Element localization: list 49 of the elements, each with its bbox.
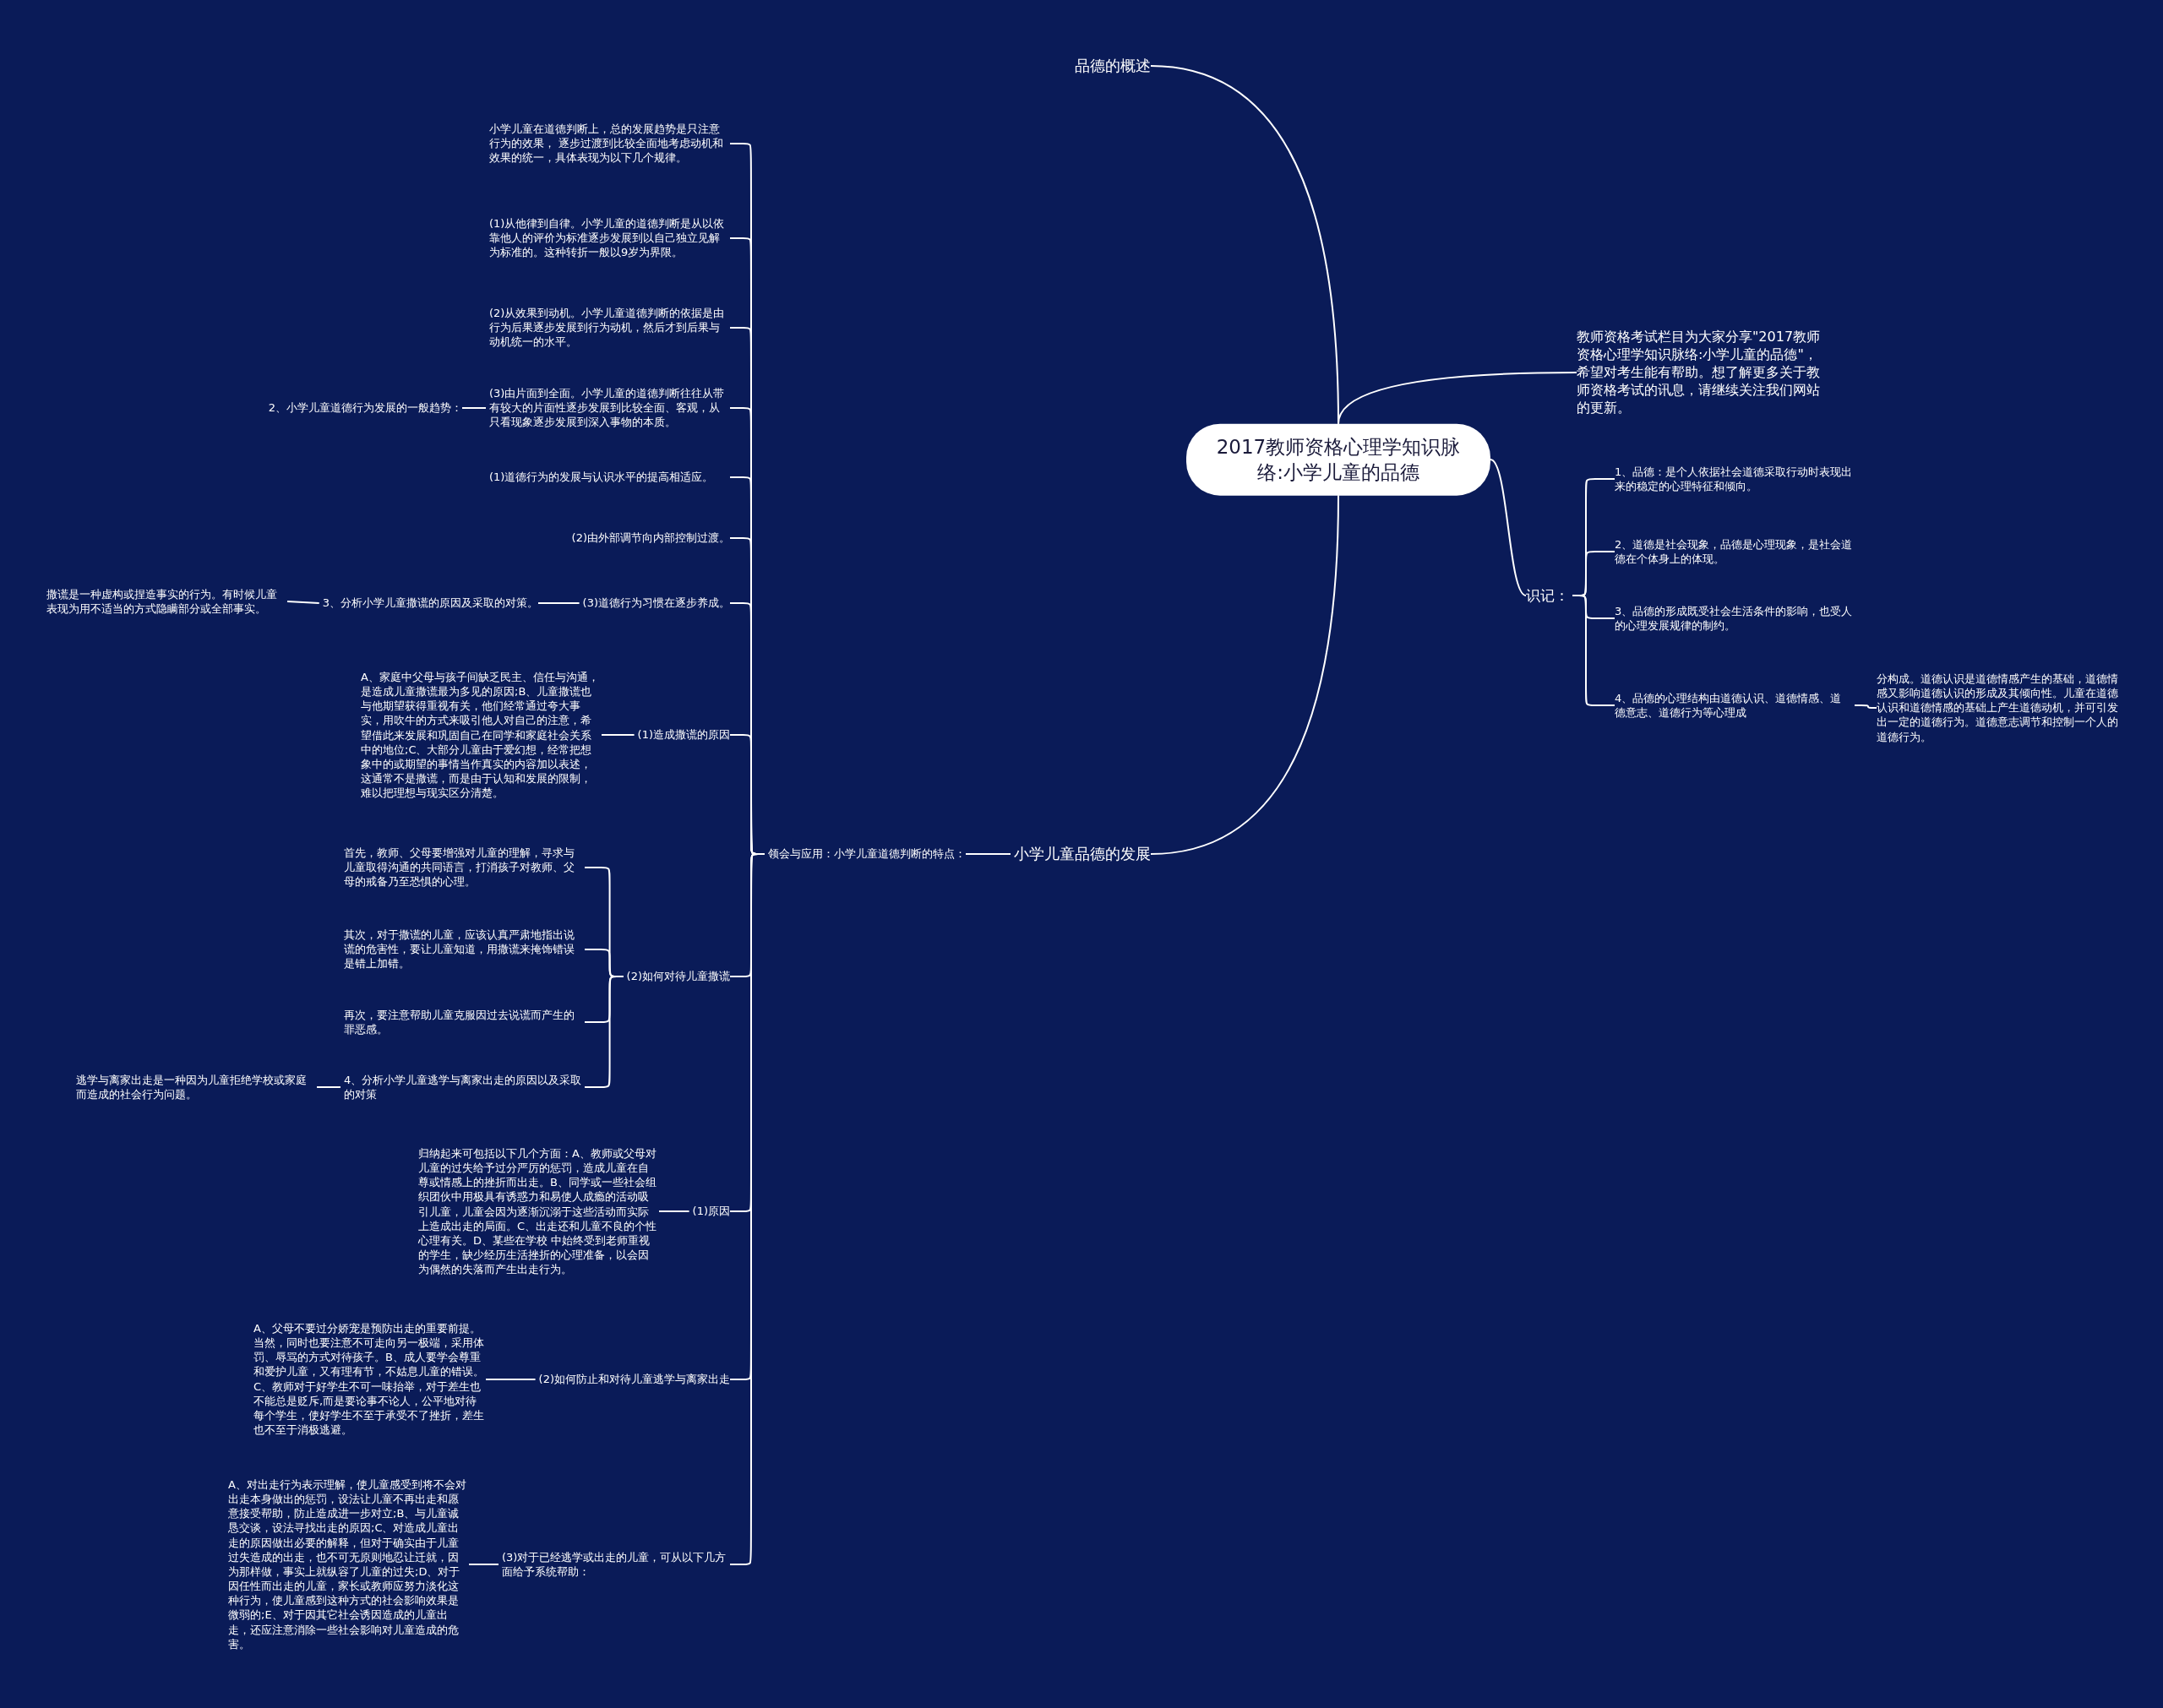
topic-label: 识记：	[1526, 585, 1569, 606]
topic-label: (3)道德行为习惯在逐步养成。	[582, 596, 730, 611]
note-text: 1、品德：是个人依据社会道德采取行动时表现出来的稳定的心理特征和倾向。	[1615, 464, 1860, 494]
note-text: A、家庭中父母与孩子间缺乏民主、信任与沟通，是造成儿童撒谎最为多见的原因;B、儿童撒谎也与他期望获得重视有关，他们经常通过夸大事实，用吹牛的方式来吸引他人对自己的注意，希望借此来发展和巩固自己在同学和家庭社会关系中的地位;C、大部分儿童由于爱幻想，经常把想象中的或期望的事情当作真实的内容加以表述，这通常不是撒谎，而是由于认知和发展的限制，难以把理想与现实区分清楚。	[361, 669, 602, 801]
note-text: 4、分析小学儿童逃学与离家出走的原因以及采取的对策	[344, 1072, 585, 1102]
note-text: 再次，要注意帮助儿童克服因过去说谎而产生的罪恶感。	[344, 1007, 585, 1037]
note-text: (3)由片面到全面。小学儿童的道德判断往往从带有较大的片面性逐步发展到比较全面、客观，从只看现象逐步发展到深入事物的本质。	[489, 386, 730, 430]
topic-label: (2)如何对待儿童撒谎	[626, 969, 730, 984]
note-text: 教师资格考试栏目为大家分享"2017教师资格心理学知识脉络:小学儿童的品德"，希望对考生能有帮助。想了解更多关于教师资格考试的讯息，请继续关注我们网站的更新。	[1577, 328, 1822, 417]
topic-label: (2)由外部调节向内部控制过渡。	[571, 530, 730, 546]
connector-line	[461, 407, 487, 409]
note-text: 3、品德的形成既受社会生活条件的影响，也受人的心理发展规律的制约。	[1615, 603, 1860, 634]
topic-label: 3、分析小学儿童撒谎的原因及采取的对策。	[322, 596, 538, 611]
note-text: (1)从他律到自律。小学儿童的道德判断是从以依靠他人的评价为标准逐步发展到以自己独立见解为标准的。这种转折一般以9岁为界限。	[489, 216, 730, 260]
note-text: 其次，对于撒谎的儿童，应该认真严肃地指出说谎的危害性，要让儿童知道，用撒谎来掩饰错误是错上加错。	[344, 927, 585, 971]
note-text: (1)道德行为的发展与认识水平的提高相适应。	[489, 470, 730, 485]
note-text: 归纳起来可包括以下几个方面：A、教师或父母对儿童的过失给予过分严厉的惩罚，造成儿童在自尊或情感上的挫折而出走。B、同学或一些社会组织团伙中用极具有诱惑力和易使人成瘾的活动吸引儿童，儿童会因为逐渐沉溺于这些活动而实际上造成出走的局面。C、出走还和儿童不良的个性心理有关。D、某些在学校 中始终受到老师重视的学生，缺少经历生活挫折的心理准备，以会因为偶然的失落而产生出走行为。	[418, 1145, 659, 1277]
connector-line	[1338, 372, 1577, 425]
central-topic-box: 2017教师资格心理学知识脉络:小学儿童的品德	[1186, 423, 1490, 496]
connector-line	[601, 734, 635, 736]
connector-line	[537, 602, 580, 604]
note-text: (2)从效果到动机。小学儿童道德判断的依据是由行为后果逐步发展到行为动机，然后才到后果与动机统一的水平。	[489, 306, 730, 350]
topic-label: (1)原因	[692, 1204, 730, 1219]
topic-label: 品德的概述	[1075, 56, 1151, 76]
note-text: 逃学与离家出走是一种因为儿童拒绝学校或家庭而造成的社会行为问题。	[76, 1072, 317, 1102]
note-text: 小学儿童在道德判断上，总的发展趋势是只注意行为的效果， 逐步过渡到比较全面地考虑动机和效果的统一，具体表现为以下几个规律。	[489, 122, 730, 166]
connector-line	[468, 1564, 499, 1565]
connector-line	[286, 601, 320, 604]
connector-line	[316, 1086, 341, 1088]
note-text: A、对出走行为表示理解，使儿童感受到将不会对出走本身做出的惩罚，设法让儿童不再出走和愿意接受帮助，防止造成进一步对立;B、与儿童诚恳交谈，设法寻找出走的原因;C、对造成儿童出走的原因做出必要的解释，但对于确实由于儿童过失造成的出走，也不可无原则地忍让迁就，因为那样做，事实上就纵容了儿童的过失;D、对于因任性而出走的儿童，家长或教师应努力淡化这种行为，使儿童感到这种方式的社会影响效果是微弱的;E、对于因其它社会诱因造成的儿童出走，还应注意消除一些社会影响对儿童造成的危害。	[228, 1477, 469, 1651]
note-text: (3)对于已经逃学或出走的儿童，可从以下几方面给予系统帮助：	[502, 1549, 730, 1580]
topic-label: 领会与应用：小学儿童道德判断的特点：	[768, 846, 966, 862]
note-text: A、父母不要过分娇宠是预防出走的重要前提。当然，同时也要注意不可走向另一极端，采用体罚、辱骂的方式对待孩子。B、成人要学会尊重和爱护儿童，又有理有节，不姑息儿童的错误。C、教师对于好学生不可一味抬举，对于差生也不能总是贬斥,而是要论事不论人，公平地对待每个学生，使好学生不至于承受不了挫折，差生也不至于消极逃避。	[253, 1321, 486, 1438]
note-text: 2、道德是社会现象，品德是心理现象，是社会道德在个体身上的体现。	[1615, 536, 1860, 567]
topic-label: 小学儿童品德的发展	[1014, 844, 1151, 864]
note-text: 4、品德的心理结构由道德认识、道德情感、道德意志、道德行为等心理成	[1615, 690, 1851, 721]
note-text: 分构成。道德认识是道德情感产生的基础，道德情感又影响道德认识的形成及其倾向性。儿童在道德认识和道德情感的基础上产生道德动机，并可引发出一定的道德行为。道德意志调节和控制一个人的道德行为。	[1877, 672, 2122, 744]
connector-line	[485, 1379, 537, 1380]
connector-line	[1150, 494, 1339, 855]
topic-label: (1)造成撒谎的原因	[637, 727, 730, 742]
note-text: 撒谎是一种虚构或捏造事实的行为。有时候儿童表现为用不适当的方式隐瞒部分或全部事实。	[46, 586, 287, 617]
topic-label: (2)如何防止和对待儿童逃学与离家出走	[538, 1372, 730, 1387]
note-text: 首先，教师、父母要增强对儿童的理解，寻求与儿童取得沟通的共同语言，打消孩子对教师、父母的戒备乃至恐惧的心理。	[344, 846, 585, 889]
connector-line	[658, 1210, 690, 1212]
connector-line	[1854, 704, 1877, 709]
topic-label: 2、小学儿童道德行为发展的一般趋势：	[268, 400, 462, 416]
connector-line	[965, 853, 1011, 855]
connector-line	[1572, 595, 1615, 706]
connector-line	[1490, 459, 1527, 596]
